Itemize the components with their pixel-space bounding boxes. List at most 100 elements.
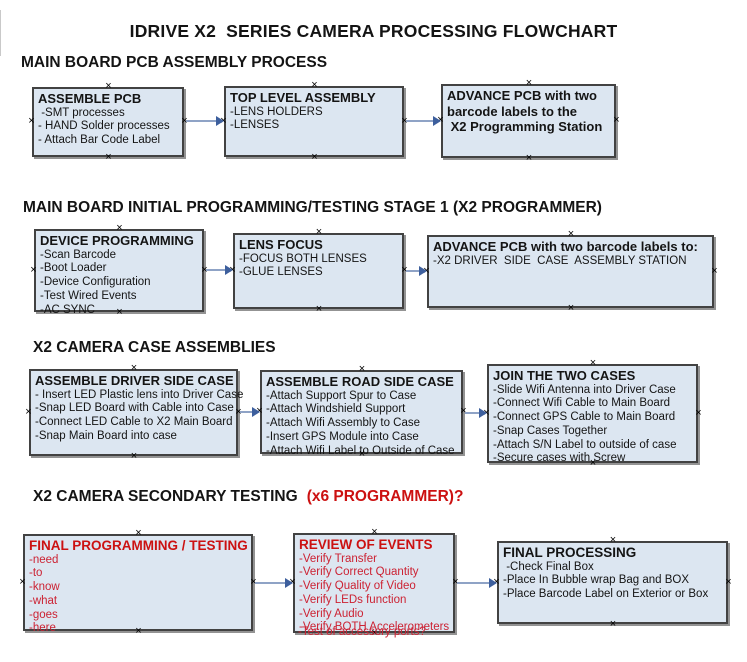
- handle-bottom-icon: ×: [135, 625, 142, 637]
- page-edge-artifact: [0, 10, 1, 56]
- handle-top-icon: ×: [609, 534, 617, 546]
- handle-bottom-icon: ×: [525, 152, 533, 164]
- box-title: FINAL PROGRAMMING / TESTING: [29, 538, 248, 553]
- box-item: -Attach Wifi Assembly to Case: [266, 417, 421, 430]
- box-item: -Snap Cases Together: [493, 424, 608, 437]
- box-item: -Attach S/N Label to outside of case: [493, 438, 677, 451]
- box-title: TOP LEVEL ASSEMBLY: [230, 90, 376, 105]
- connector-arrow-icon: [206, 265, 233, 275]
- connector-arrow-icon: [186, 116, 224, 126]
- box-title-line: X2 Programming Station: [447, 119, 603, 134]
- box-item: -LENS HOLDERS: [230, 105, 323, 118]
- box-item: -Boot Loader: [40, 262, 107, 275]
- box-item: -Scan Barcode: [40, 248, 117, 261]
- box-item-overlapping-border: -Test of accessory ports?: [298, 626, 426, 639]
- handle-right-icon: ×: [452, 576, 459, 588]
- handle-top-icon: ×: [315, 226, 323, 238]
- handle-bottom-icon: ×: [311, 151, 318, 163]
- handle-top-icon: ×: [358, 363, 366, 375]
- box-title-line: barcode labels to the: [447, 103, 578, 119]
- box-item: -LENSES: [230, 119, 280, 132]
- handle-bottom-icon: ×: [567, 302, 575, 314]
- box-item: -what: [29, 594, 58, 607]
- box-item: -Verify Correct Quantity: [299, 566, 419, 579]
- handle-top-icon: ×: [311, 79, 318, 91]
- handle-right-icon: ×: [401, 114, 408, 127]
- box-item: -Test Wired Events: [40, 289, 137, 302]
- handle-right-icon: ×: [711, 264, 718, 277]
- box-item: -Slide Wifi Antenna into Driver Case: [493, 383, 676, 396]
- flowchart-title: IDRIVE X2 SERIES CAMERA PROCESSING FLOWC…: [129, 21, 618, 41]
- box-item: -Connect GPS Cable to Main Board: [493, 411, 676, 424]
- flow-box-assemble-road-side-case: × × × × ASSEMBLE ROAD SIDE CASE -Attach …: [256, 364, 466, 460]
- handle-right-icon: ×: [201, 263, 208, 276]
- flow-box-advance-pcb-programming-station: × × × × ADVANCE PCB with two barcode lab…: [437, 78, 619, 164]
- connector-arrow-icon: [465, 408, 487, 418]
- flow-box-top-level-assembly: × × × × TOP LEVEL ASSEMBLY -LENS HOLDERS…: [220, 80, 407, 163]
- box-item: -X2 DRIVER SIDE CASE ASSEMBLY STATION: [433, 254, 687, 267]
- box-item: - Attach Bar Code Label: [38, 134, 161, 147]
- connector-arrow-icon: [406, 266, 427, 276]
- handle-bottom-icon: ×: [609, 618, 617, 630]
- connector-arrow-icon: [255, 578, 293, 588]
- box-item: -Snap LED Board with Cable into Case: [35, 402, 234, 415]
- box-title: DEVICE PROGRAMMING: [40, 233, 194, 248]
- box-item: -GLUE LENSES: [239, 266, 323, 279]
- box-item: -here: [29, 622, 56, 635]
- box-item: -know: [29, 581, 60, 594]
- box-item: -Place Barcode Label on Exterior or Box: [503, 588, 709, 601]
- box-item: -Device Configuration: [40, 276, 151, 289]
- handle-bottom-icon: ×: [105, 151, 112, 163]
- box-title: JOIN THE TWO CASES: [493, 368, 636, 383]
- box-title: ADVANCE PCB with two barcode labels to:: [433, 239, 698, 254]
- section-heading-secondary-testing: X2 CAMERA SECONDARY TESTING(x6 PROGRAMME…: [33, 488, 463, 506]
- box-title: LENS FOCUS: [239, 237, 323, 252]
- box-title: ASSEMBLE PCB: [38, 91, 142, 106]
- box-item: -Verify Transfer: [299, 552, 377, 565]
- box-title: ASSEMBLE ROAD SIDE CASE: [266, 374, 454, 389]
- handle-top-icon: ×: [135, 527, 142, 539]
- handle-bottom-icon: ×: [130, 450, 138, 462]
- box-item: -AC SYNC: [40, 303, 95, 316]
- handle-bottom-icon: ×: [116, 306, 123, 318]
- box-item: -Connect Wifi Cable to Main Board: [493, 397, 671, 410]
- handle-top-icon: ×: [105, 80, 112, 92]
- box-item: -Secure cases with Screw: [493, 452, 626, 465]
- handle-top-icon: ×: [130, 362, 138, 374]
- box-title-line: ADVANCE PCB with two: [447, 88, 597, 103]
- flow-box-lens-focus: × × × × LENS FOCUS -FOCUS BOTH LENSES -G…: [229, 227, 407, 315]
- box-item: -Verify BOTH Accelerometers: [299, 621, 450, 634]
- handle-top-icon: ×: [567, 228, 575, 240]
- box-item: -need: [29, 553, 59, 566]
- box-item: -Verify Audio: [299, 607, 364, 620]
- handle-top-icon: ×: [371, 526, 378, 538]
- box-item: -FOCUS BOTH LENSES: [239, 252, 367, 265]
- box-item: -Snap Main Board into case: [35, 429, 177, 442]
- handle-top-icon: ×: [525, 77, 533, 89]
- flow-box-review-of-events: × × × × REVIEW OF EVENTS -Verify Transfe…: [289, 527, 458, 639]
- box-item: - Insert LED Plastic lens into Driver Ca…: [35, 388, 244, 401]
- box-item: -Verify LEDs function: [299, 593, 407, 606]
- flow-box-final-programming-testing: × × × × FINAL PROGRAMMING / TESTING -nee…: [19, 528, 256, 637]
- handle-left-icon: ×: [28, 115, 35, 127]
- box-item: -Insert GPS Module into Case: [266, 430, 419, 443]
- handle-left-icon: ×: [25, 405, 32, 418]
- flow-box-join-the-two-cases: × × × × JOIN THE TWO CASES -Slide Wifi A…: [483, 358, 701, 469]
- section-heading-case-assemblies: X2 CAMERA CASE ASSEMBLIES: [33, 339, 276, 356]
- box-item: -Place In Bubble wrap Bag and BOX: [503, 574, 690, 587]
- box-item: -SMT processes: [38, 106, 125, 119]
- flow-box-assemble-driver-side-case: × × × × ASSEMBLE DRIVER SIDE CASE - Inse…: [25, 363, 244, 462]
- handle-left-icon: ×: [19, 575, 26, 588]
- handle-left-icon: ×: [30, 263, 37, 276]
- handle-bottom-icon: ×: [371, 627, 378, 639]
- box-item: -Connect LED Cable to X2 Main Board: [35, 416, 233, 429]
- box-item: -Verify Quality of Video: [299, 580, 416, 593]
- flow-box-assemble-pcb: × × × × ASSEMBLE PCB -SMT processes - HA…: [28, 81, 187, 163]
- handle-right-icon: ×: [725, 575, 732, 588]
- handle-bottom-icon: ×: [315, 303, 323, 315]
- connector-arrow-icon: [240, 407, 260, 417]
- box-item: -Attach Windshield Support: [266, 403, 406, 416]
- handle-right-icon: ×: [401, 264, 408, 276]
- box-title: ASSEMBLE DRIVER SIDE CASE: [35, 373, 234, 388]
- connector-arrow-icon: [457, 578, 497, 588]
